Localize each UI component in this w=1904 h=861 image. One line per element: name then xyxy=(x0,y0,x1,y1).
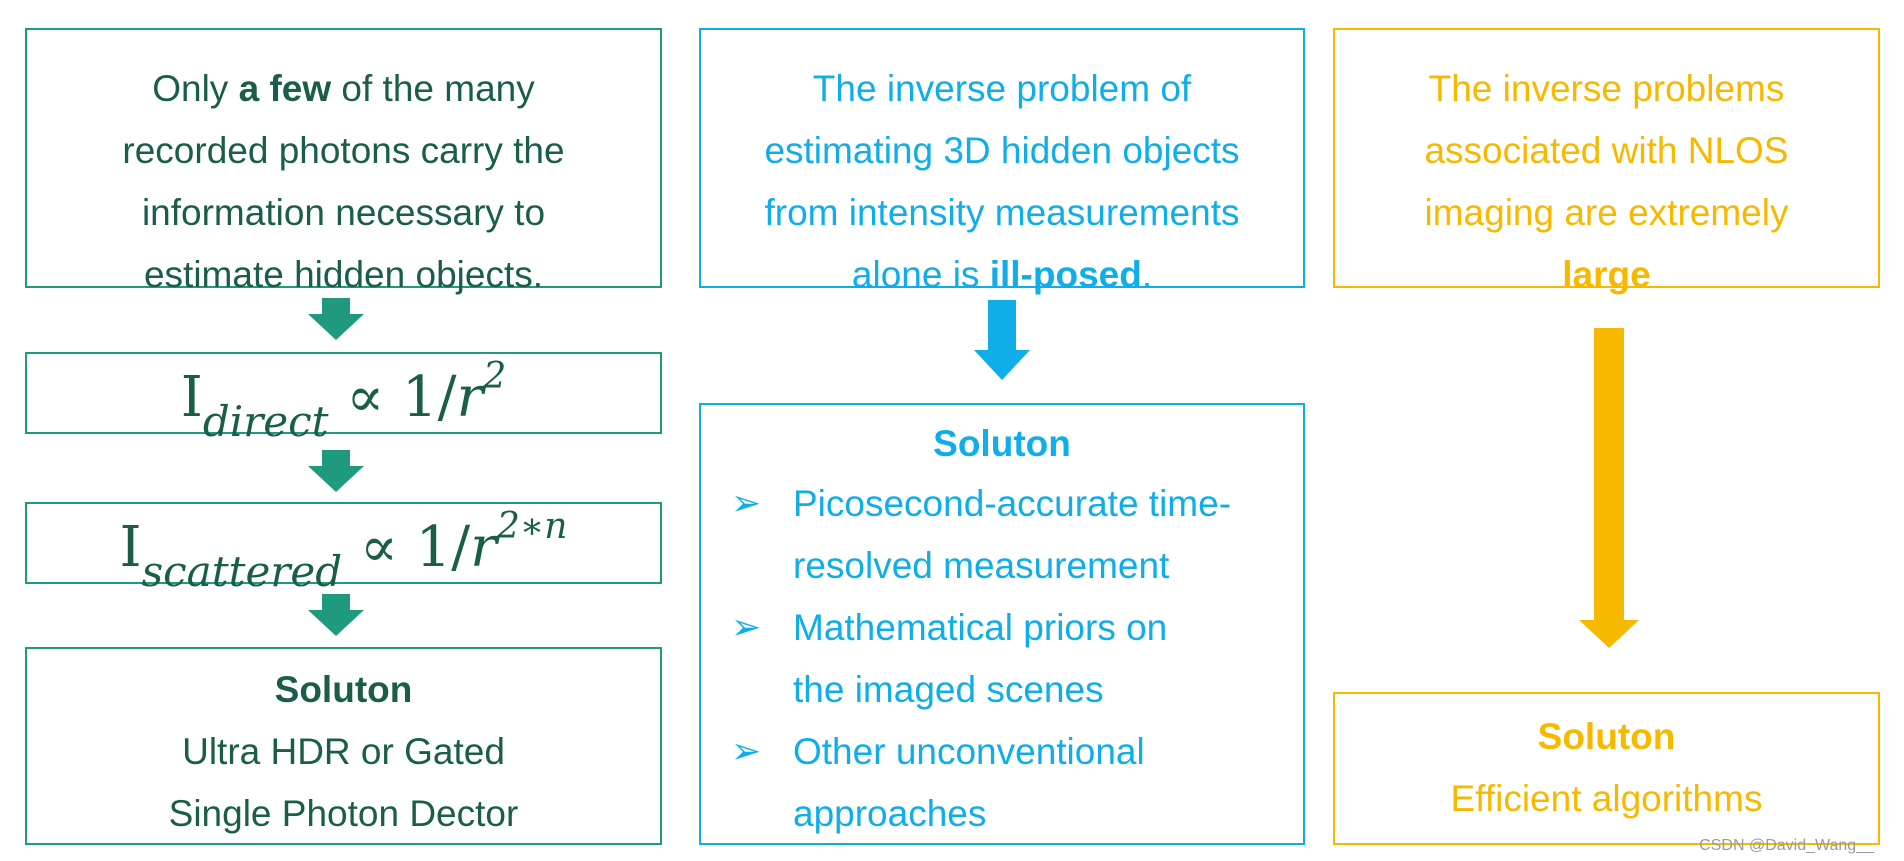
middle-problem-line-2: estimating 3D hidden objects xyxy=(764,130,1240,171)
middle-bullet-3-line-1: Other unconventional xyxy=(793,731,1145,772)
left-problem-line-3: information necessary to xyxy=(141,192,546,233)
right-problem-line-4: large xyxy=(1562,254,1651,295)
direct-intensity-formula: Idirect ∝ 1/r2 xyxy=(180,356,507,446)
arrow-bullet-icon: ➢ xyxy=(731,483,762,524)
middle-problem-line-1: The inverse problem of xyxy=(812,68,1192,109)
direct-intensity-formula-box: Idirect ∝ 1/r2 xyxy=(25,352,662,446)
right-problem-box: The inverse problems associated with NLO… xyxy=(1333,28,1880,295)
left-problem-box: Only a few of the many recorded photons … xyxy=(25,28,662,295)
left-arrow-3 xyxy=(308,594,364,636)
right-solution-box: Soluton Efficient algorithms xyxy=(1333,692,1880,845)
watermark: CSDN @David_Wang__ xyxy=(1699,837,1874,854)
left-problem-line-4: estimate hidden objects. xyxy=(143,254,543,295)
middle-problem-line-4: alone is ill-posed. xyxy=(851,254,1153,295)
left-arrow-2 xyxy=(308,450,364,492)
right-problem-line-2: associated with NLOS xyxy=(1424,130,1789,171)
middle-problem-box: The inverse problem of estimating 3D hid… xyxy=(699,28,1305,295)
left-solution-line-2: Single Photon Dector xyxy=(168,793,519,834)
right-problem-line-1: The inverse problems xyxy=(1428,68,1785,109)
middle-bullet-3-line-2: approaches xyxy=(793,793,987,834)
middle-bullet-1-line-1: Picosecond-accurate time- xyxy=(793,483,1232,524)
left-problem-line-2: recorded photons carry the xyxy=(122,130,565,171)
middle-bullet-1-line-2: resolved measurement xyxy=(793,545,1170,586)
left-arrow-1 xyxy=(308,298,364,340)
scattered-intensity-formula: Iscattered ∝ 1/r2∗n xyxy=(119,506,568,596)
right-solution-line-1: Efficient algorithms xyxy=(1450,778,1763,819)
left-solution-line-1: Ultra HDR or Gated xyxy=(182,731,505,772)
left-solution-title: Soluton xyxy=(274,669,413,710)
arrow-bullet-icon: ➢ xyxy=(731,607,762,648)
right-arrow xyxy=(1579,328,1639,648)
left-solution-box: Soluton Ultra HDR or Gated Single Photon… xyxy=(25,647,662,845)
scattered-intensity-formula-box: Iscattered ∝ 1/r2∗n xyxy=(25,502,662,596)
middle-bullet-2-line-2: the imaged scenes xyxy=(793,669,1104,710)
arrow-bullet-icon: ➢ xyxy=(731,731,762,772)
right-problem-line-3: imaging are extremely xyxy=(1424,192,1789,233)
middle-solution-title: Soluton xyxy=(933,423,1071,464)
middle-bullet-2-line-1: Mathematical priors on xyxy=(793,607,1168,648)
middle-solution-box: Soluton ➢ Picosecond-accurate time- reso… xyxy=(699,403,1305,845)
middle-arrow xyxy=(974,300,1030,380)
right-solution-title: Soluton xyxy=(1537,716,1676,757)
middle-problem-line-3: from intensity measurements xyxy=(764,192,1240,233)
left-problem-line-1: Only a few of the many xyxy=(152,68,535,109)
